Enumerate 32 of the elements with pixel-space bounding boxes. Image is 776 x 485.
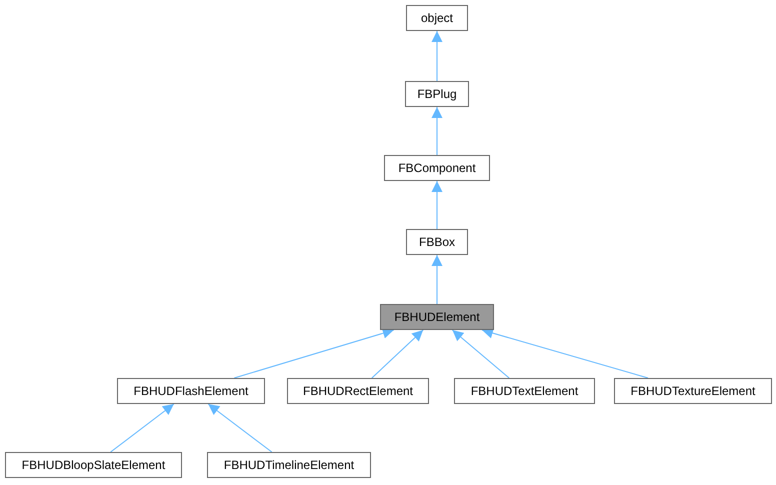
class-box [5, 452, 182, 478]
class-name: FBHUDRectElement [302, 384, 414, 398]
inheritance-arrow [432, 180, 442, 230]
inheritance-arrow [432, 106, 442, 156]
class-box [384, 155, 490, 181]
inheritance-arrow [371, 330, 424, 378]
inheritance-arrow [234, 328, 394, 378]
class-box [406, 229, 468, 255]
class-box [287, 378, 429, 404]
class-box [406, 5, 468, 31]
class-name: FBPlug [417, 87, 457, 101]
class-name: FBHUDTextureElement [630, 384, 756, 398]
class-box [454, 378, 595, 404]
inheritance-arrow [208, 404, 272, 452]
class-box [380, 304, 494, 330]
class-box [405, 81, 469, 107]
class-name: FBHUDTextElement [470, 384, 578, 398]
class-box [117, 378, 265, 404]
class-name: object [420, 11, 454, 25]
class-name: FBHUDFlashElement [134, 384, 248, 398]
class-name: FBHUDElement [394, 310, 480, 324]
inheritance-arrow [432, 30, 442, 82]
class-name: FBHUDBloopSlateElement [22, 458, 166, 472]
inheritance-arrow [432, 254, 442, 304]
class-name: FBComponent [398, 161, 476, 175]
inheritance-arrow [110, 404, 174, 452]
class-name: FBHUDTimelineElement [224, 458, 354, 472]
class-name: FBBox [418, 235, 455, 249]
inheritance-arrow [452, 330, 510, 378]
class-box [614, 378, 772, 404]
inheritance-arrow [481, 328, 649, 378]
class-box [207, 452, 371, 478]
